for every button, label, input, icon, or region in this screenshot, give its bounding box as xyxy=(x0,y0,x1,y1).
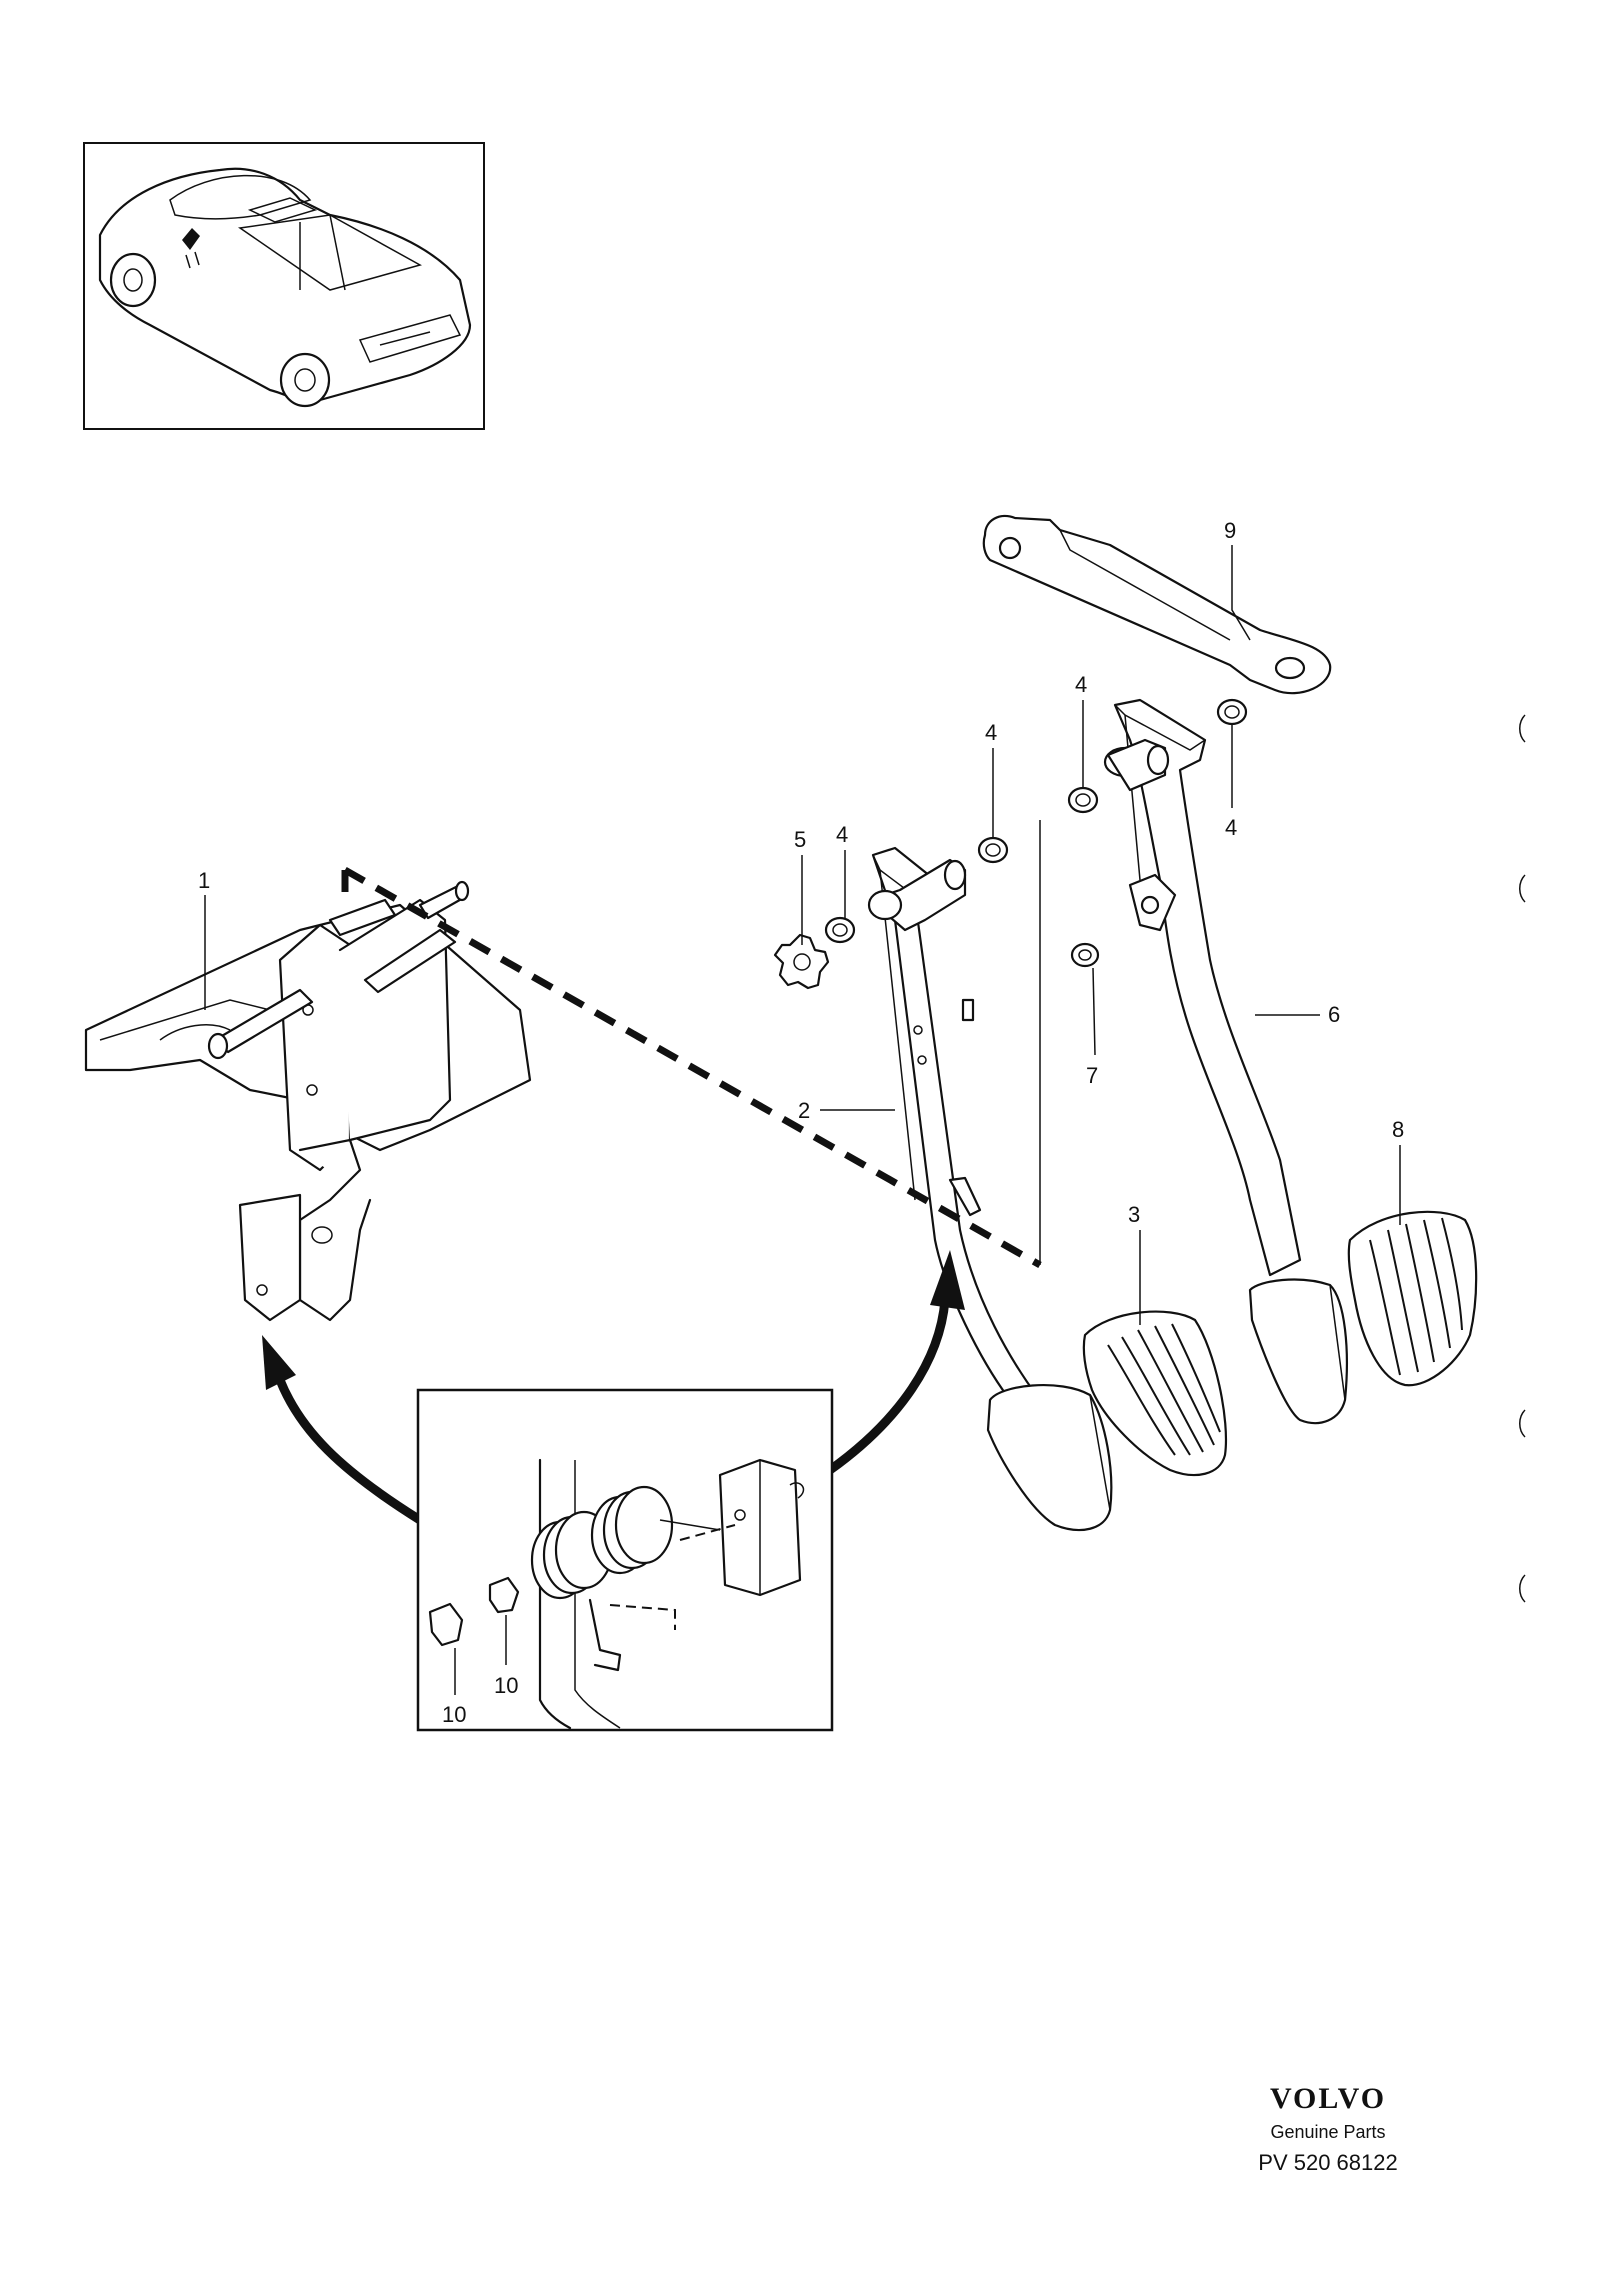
car-location-thumbnail xyxy=(83,142,485,430)
part-4-bushing-a xyxy=(824,916,856,944)
callout-1: 1 xyxy=(198,868,210,893)
callout-8: 8 xyxy=(1392,1117,1404,1142)
callout-5: 5 xyxy=(794,827,806,852)
curved-arrow-left xyxy=(262,1335,423,1524)
part-7-nut xyxy=(1070,942,1100,968)
callout-4-d: 4 xyxy=(1225,815,1237,840)
part-1-pedal-bracket xyxy=(84,880,532,1322)
callout-10-a: 10 xyxy=(442,1702,466,1727)
part-4-bushing-d xyxy=(1216,698,1248,726)
part-10-clip-a xyxy=(428,1602,464,1647)
curved-arrow-right xyxy=(827,1250,965,1474)
margin-marks xyxy=(1519,714,1526,1603)
part-10-clip-b xyxy=(488,1576,520,1614)
genuine-parts-label: Genuine Parts xyxy=(1270,2122,1385,2142)
leader-lines xyxy=(204,545,1401,1325)
part-9-bracket xyxy=(982,514,1332,695)
drawing-number: PV 520 68122 xyxy=(1258,2150,1397,2175)
callout-4-c: 4 xyxy=(1075,672,1087,697)
callout-10-b: 10 xyxy=(494,1673,518,1698)
coil-spring xyxy=(530,1485,721,1600)
callout-9: 9 xyxy=(1224,518,1236,543)
assembly-line-dashed xyxy=(341,866,1042,1269)
spring-detail-inset xyxy=(416,1388,834,1732)
part-4-bushing-c xyxy=(1067,786,1099,814)
callout-4-a: 4 xyxy=(836,822,848,847)
callout-3: 3 xyxy=(1128,1202,1140,1227)
part-4-bushing-b xyxy=(977,836,1009,864)
volvo-logo: VOLVO xyxy=(1270,2082,1386,2115)
part-6-pedal-arm xyxy=(1103,698,1348,1425)
callout-7: 7 xyxy=(1086,1063,1098,1088)
part-5-lock-washer xyxy=(773,933,830,990)
part-2-pedal-arm xyxy=(867,846,1113,1532)
part-8-pedal-pad xyxy=(1347,1210,1478,1387)
part-3-pedal-pad xyxy=(1082,1310,1228,1477)
callout-6: 6 xyxy=(1328,1002,1340,1027)
callout-4-b: 4 xyxy=(985,720,997,745)
callout-2: 2 xyxy=(798,1098,810,1123)
